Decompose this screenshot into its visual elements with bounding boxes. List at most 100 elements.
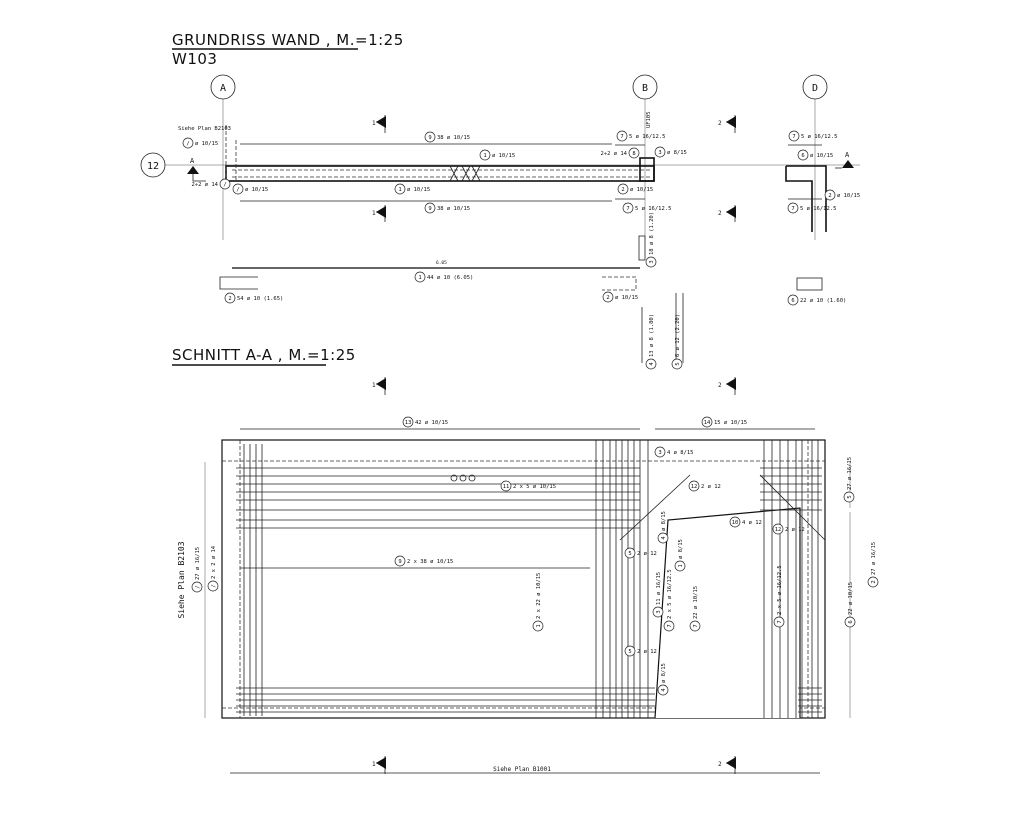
position-circle <box>671 358 683 370</box>
rebar-callout: 56 ø 12 (2.20) <box>671 314 683 370</box>
position-circle <box>652 606 664 618</box>
position-circle <box>657 684 669 696</box>
rebar-callout: 72 x 5 ø 16/12.5 <box>663 569 675 632</box>
position-number: 1 <box>483 153 486 159</box>
section-marker-1-sec-bottom: 1 <box>372 756 386 774</box>
rebar-callout: 7 5 ø 16/12.5 <box>616 130 665 142</box>
rebar-spec: 5 ø 16/12.5 <box>801 134 837 140</box>
rebar-spec: 2 ø 12 <box>637 551 657 557</box>
section-marker-label: A <box>190 157 195 165</box>
position-circle <box>645 358 657 370</box>
rebar-spec: 27 ø 16/15 <box>871 542 877 575</box>
position-number: 3 <box>656 610 662 613</box>
position-number: 7 <box>667 624 673 627</box>
position-circle <box>843 491 855 503</box>
rebar-spec: ø 10/15 <box>615 295 638 301</box>
see-plan-bottom: Siehe Plan B1001 <box>493 766 551 773</box>
position-circle <box>624 547 636 559</box>
axis-label: B <box>642 83 648 94</box>
position-number: 2 <box>621 187 624 193</box>
bar-schedule: 6.05 <box>219 235 823 363</box>
bar1-length: 6.05 <box>436 260 447 266</box>
rebar-callout: /ø 10/15 <box>232 183 268 195</box>
rebar-spec: 2÷2 ø 14 <box>601 151 628 157</box>
position-circle <box>645 256 657 268</box>
rebar-spec: 44 ø 10 (6.05) <box>427 275 473 281</box>
rebar-spec: ø 10/15 <box>492 153 515 159</box>
position-circle <box>628 147 640 159</box>
position-circle <box>654 146 666 158</box>
position-number: 6 <box>801 153 804 159</box>
position-number: 8 <box>632 151 635 157</box>
position-number: 1 <box>536 624 542 627</box>
position-circle <box>479 149 491 161</box>
position-circle <box>701 416 713 428</box>
position-number: / <box>211 584 217 587</box>
rebar-spec: 5 ø 16/12.5 <box>629 134 665 140</box>
rebar-callout: 227 ø 16/15 <box>867 542 879 588</box>
position-circle <box>788 130 800 142</box>
rebar-spec: 4 ø 8/15 <box>667 450 694 456</box>
position-circle <box>844 616 856 628</box>
rebar-callout: /2÷2 ø 14 <box>192 178 231 190</box>
position-number: / <box>223 182 226 188</box>
rebar-spec: 22 ø 10 (1.60) <box>800 298 846 304</box>
rebar-spec: 38 ø 10/15 <box>437 135 470 141</box>
rebar-spec: 18 ø 8 (1.20) <box>649 212 655 255</box>
section-marker-1-top: 1 <box>372 115 386 133</box>
section-marker-1-bottom: 1 <box>372 205 386 222</box>
rebar-spec: ø 8/15 <box>678 539 684 559</box>
axis-label: A <box>220 83 226 94</box>
rebar-spec: ø 10/15 <box>195 141 218 147</box>
see-plan-note: Siehe Plan B2103 <box>178 126 231 132</box>
position-number: 7 <box>693 624 699 627</box>
position-circle <box>394 183 406 195</box>
position-circle <box>867 576 879 588</box>
wall-plan <box>225 125 827 232</box>
axis-d: D <box>802 74 828 240</box>
rebar-spec: 2 x 22 ø 10/15 <box>536 573 542 619</box>
rebar-callout: 1 ø 10/15 <box>479 149 515 161</box>
rebar-spec: 11 ø 16/15 <box>656 572 662 605</box>
section-a-left: A <box>187 157 206 182</box>
position-circle <box>602 291 614 303</box>
position-number: 5 <box>847 495 853 498</box>
rebar-callout: 7 22 ø 10/15 <box>689 586 701 632</box>
position-number: 13 <box>405 420 412 426</box>
position-number: 12 <box>775 527 782 533</box>
section-title: SCHNITT A-A , M.=1:25 <box>172 346 356 364</box>
rebar-callout: 1ø 8/15 <box>674 539 686 572</box>
rebar-spec: ø 8/15 <box>661 663 667 683</box>
rebar-callout: 3 18 ø 8 (1.20) <box>645 212 657 268</box>
section-marker-label: 2 <box>718 382 722 389</box>
position-circle <box>674 560 686 572</box>
position-circle <box>207 580 219 592</box>
position-number: 7 <box>620 134 623 140</box>
rebar-spec: 38 ø 10/15 <box>437 206 470 212</box>
rebar-spec: 22 ø 10/15 <box>693 586 699 619</box>
rebar-spec: 2 x 5 ø 16/12.5 <box>777 565 783 615</box>
rebar-spec: 22 ø 10/15 <box>848 582 854 615</box>
see-plan-section-left: Siehe Plan B2103 <box>177 541 186 618</box>
rebar-callout: /ø 10/15 <box>182 137 218 149</box>
position-circle <box>787 294 799 306</box>
rebar-spec: 13 ø 8 (1.80) <box>649 314 655 357</box>
rebar-callout: 413 ø 8 (1.80) <box>645 314 657 370</box>
plan-title: GRUNDRISS WAND , M.=1:25 <box>172 31 404 49</box>
position-number: 3 <box>658 150 661 156</box>
rebar-spec: 2 x 5 ø 10/15 <box>513 484 556 490</box>
position-number: 3 <box>658 450 661 456</box>
rebar-spec: 2 ø 12 <box>785 527 805 533</box>
position-number: 11 <box>503 484 510 490</box>
position-number: 3 <box>649 260 655 263</box>
